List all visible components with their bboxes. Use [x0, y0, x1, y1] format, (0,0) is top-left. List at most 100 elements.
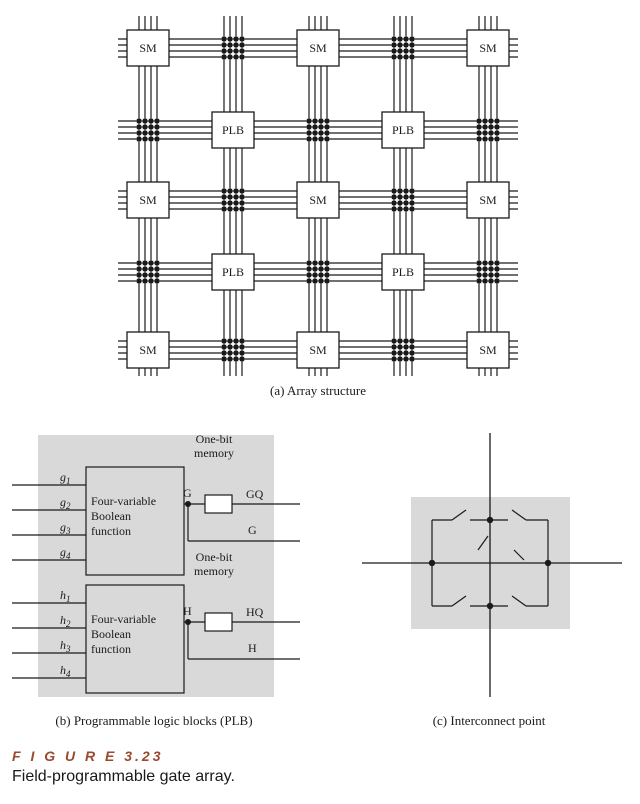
switch-dot: [494, 136, 500, 142]
switch-dot: [324, 130, 330, 136]
switch-dot: [312, 130, 318, 136]
switch-dot: [227, 42, 233, 48]
switch-dot: [391, 344, 397, 350]
switch-dot: [239, 54, 245, 60]
switch-dot: [494, 278, 500, 284]
lower-node-label: H: [183, 604, 192, 618]
switch-matrix-box: [466, 331, 510, 369]
switch-dot: [227, 338, 233, 344]
switch-dot: [142, 260, 148, 266]
switch-dot: [391, 350, 397, 356]
switch-dot: [221, 54, 227, 60]
switch-dot: [397, 206, 403, 212]
switch-dot: [397, 356, 403, 362]
switch-dot: [306, 118, 312, 124]
lower-memory-caption: One-bit: [196, 550, 233, 564]
switch-dot: [409, 344, 415, 350]
switch-dot: [136, 278, 142, 284]
switch-dot: [409, 188, 415, 194]
switch-dot: [476, 266, 482, 272]
switch-dot: [391, 338, 397, 344]
switch-dot: [142, 130, 148, 136]
switch-dot: [239, 344, 245, 350]
switch-dot: [312, 278, 318, 284]
switch-dot: [488, 278, 494, 284]
switch-dot: [136, 136, 142, 142]
switch-dot: [397, 48, 403, 54]
switch-dot: [494, 118, 500, 124]
switch-dot: [227, 194, 233, 200]
switch-dot: [409, 36, 415, 42]
switch-dot: [409, 356, 415, 362]
interconnect-point-diagram: [362, 433, 622, 697]
switch-dot: [233, 36, 239, 42]
switch-dot: [324, 124, 330, 130]
switch-dot: [142, 136, 148, 142]
switch-dot: [312, 118, 318, 124]
switch-dot: [318, 266, 324, 272]
switch-blade: [511, 595, 527, 607]
switch-dot: [136, 260, 142, 266]
switch-matrix-box: [466, 181, 510, 219]
plb-caption: (b) Programmable logic blocks (PLB): [55, 713, 252, 728]
switch-dot: [136, 124, 142, 130]
switch-dot: [221, 48, 227, 54]
switch-dot: [488, 260, 494, 266]
switch-dot: [482, 130, 488, 136]
switch-matrix-label: SM: [479, 343, 497, 357]
lower-input-label: h4: [60, 663, 71, 679]
switch-dot: [482, 278, 488, 284]
switch-dot: [136, 118, 142, 124]
switch-dot: [409, 194, 415, 200]
plb-label: PLB: [392, 265, 414, 279]
switch-dot: [482, 124, 488, 130]
plb-box: [211, 253, 255, 291]
switch-matrix-label: SM: [479, 41, 497, 55]
switch-dot: [227, 356, 233, 362]
switch-dot: [227, 54, 233, 60]
switch-dot: [324, 278, 330, 284]
lower-memory-caption: memory: [194, 564, 234, 578]
switch-dot: [409, 54, 415, 60]
switch-dot: [482, 272, 488, 278]
switch-matrix-box: [126, 181, 170, 219]
switch-dot: [476, 136, 482, 142]
switch-dot: [391, 48, 397, 54]
switch-dot: [221, 194, 227, 200]
switch-dot: [488, 136, 494, 142]
lower-memory-box: [204, 612, 233, 632]
switch-dot: [409, 200, 415, 206]
switch-dot: [409, 338, 415, 344]
switch-dot: [403, 338, 409, 344]
switch-dot: [221, 42, 227, 48]
upper-node-label: G: [183, 486, 192, 500]
switch-dot: [148, 266, 154, 272]
switch-dot: [142, 278, 148, 284]
plb-box: [381, 253, 425, 291]
lower-memory-output-label: HQ: [246, 605, 264, 619]
switch-dot: [233, 194, 239, 200]
switch-dot: [397, 54, 403, 60]
upper-input-label: g1: [60, 470, 71, 486]
switch-dot: [494, 272, 500, 278]
lower-function-text: Boolean: [91, 627, 131, 641]
switch-dot: [239, 200, 245, 206]
switch-dot: [403, 356, 409, 362]
switch-dot: [233, 338, 239, 344]
switch-dot: [233, 48, 239, 54]
switch-dot: [233, 344, 239, 350]
lower-function-block: [85, 584, 185, 694]
switch-dot: [306, 272, 312, 278]
switch-dot: [488, 124, 494, 130]
switch-dot: [324, 118, 330, 124]
switch-matrix-label: SM: [139, 343, 157, 357]
plb-label: PLB: [222, 123, 244, 137]
switch-dot: [391, 194, 397, 200]
switch-matrix-box: [296, 181, 340, 219]
switch-dot: [227, 350, 233, 356]
switch-dot: [494, 130, 500, 136]
switch-matrix-box: [466, 29, 510, 67]
switch-matrix-box: [296, 331, 340, 369]
